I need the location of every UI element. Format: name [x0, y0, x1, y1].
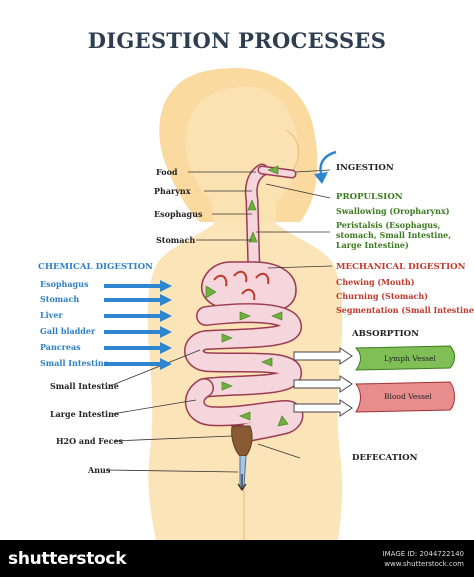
page-title: DIGESTION PROCESSES: [87, 28, 387, 53]
label-esophagus: Esophagus: [154, 209, 203, 219]
chemical-item: Small Intestine: [40, 358, 109, 368]
ingestion-heading: INGESTION: [336, 163, 394, 173]
image-id: IMAGE ID: 2044722140: [382, 550, 464, 558]
absorption-arrows: [293, 347, 353, 417]
label-food: Food: [156, 167, 178, 177]
chemical-item: Gall bladder: [40, 326, 96, 336]
absorption-heading: ABSORPTION: [352, 329, 419, 339]
shutterstock-logo: shutterstock: [8, 549, 127, 569]
label-pharynx: Pharynx: [154, 186, 191, 196]
diagram-stage: DIGESTION PROCESSES Food Pharynx Esophag…: [38, 28, 474, 540]
defecation-heading: DEFECATION: [352, 453, 418, 463]
label-large-intestine: Large Intestine: [50, 409, 119, 419]
lymph-vessel-label: Lymph Vessel: [384, 354, 436, 363]
blood-vessel: [355, 381, 455, 413]
right-leader-lines: [256, 169, 333, 459]
digestive-system-illustration: [104, 68, 455, 540]
ingestion-arrow: [319, 150, 337, 177]
lymph-vessel: [354, 345, 455, 371]
site-url: www.shutterstock.com: [384, 560, 464, 568]
image-info: IMAGE ID: 2044722140 www.shutterstock.co…: [383, 549, 464, 569]
propulsion-heading: PROPULSION: [336, 192, 403, 202]
chemical-item: Pancreas: [40, 342, 81, 352]
label-small-intestine: Small Intestine: [50, 381, 119, 391]
label-h2o-feces: H2O and Feces: [56, 436, 124, 446]
blood-vessel-label: Blood Vessel: [384, 392, 432, 401]
mechanical-item: Segmentation (Small Intestine): [336, 305, 474, 315]
leader-lines: [105, 171, 256, 473]
chemical-arrows: [104, 280, 172, 370]
chemical-item: Liver: [40, 310, 63, 320]
mechanical-digestion-heading: MECHANICAL DIGESTION: [336, 262, 466, 272]
label-anus: Anus: [88, 465, 111, 475]
flow-arrows: [205, 165, 289, 427]
label-stomach: Stomach: [156, 235, 196, 245]
chemical-item: Esophagus: [40, 279, 89, 289]
chemical-digestion-heading: CHEMICAL DIGESTION: [38, 262, 153, 272]
mechanical-item: Churning (Stomach): [336, 291, 428, 301]
anus-arrow: [237, 474, 247, 492]
footer-bar: shutterstock IMAGE ID: 2044722140 www.sh…: [0, 540, 474, 577]
propulsion-item: Peristalsis (Esophagus, stomach, Small I…: [336, 220, 452, 250]
mechanical-item: Chewing (Mouth): [336, 277, 415, 287]
chemical-item: Stomach: [40, 294, 80, 304]
propulsion-item: Swallowing (Oropharynx): [336, 206, 450, 216]
